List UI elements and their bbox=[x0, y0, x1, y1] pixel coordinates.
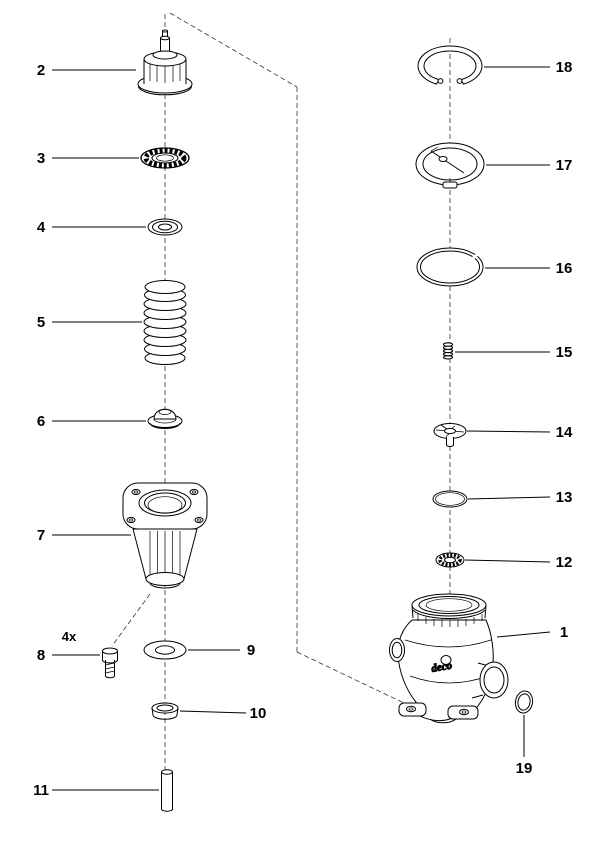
part-16-o-ring bbox=[416, 247, 484, 287]
part-10-seal bbox=[151, 702, 179, 720]
part-label-8: 8 bbox=[37, 647, 45, 664]
part-label-6: 6 bbox=[37, 413, 45, 430]
part-13-disc bbox=[432, 490, 468, 508]
part-1-valve-body: deco bbox=[389, 593, 509, 724]
assembly-centerlines bbox=[111, 12, 451, 788]
part-label-10: 10 bbox=[250, 705, 267, 722]
part-4-washer bbox=[147, 218, 183, 236]
part-5-spring bbox=[143, 280, 187, 365]
part-14-poppet bbox=[433, 423, 467, 447]
part-7-bonnet bbox=[122, 482, 208, 589]
part-label-11: 11 bbox=[33, 782, 49, 799]
part-8-screw bbox=[102, 647, 118, 679]
part-label-13: 13 bbox=[556, 489, 573, 506]
part-label-19: 19 bbox=[516, 760, 533, 777]
part-label-1: 1 bbox=[560, 624, 568, 641]
part-18-retaining-ring bbox=[417, 45, 483, 85]
part-label-12: 12 bbox=[556, 554, 573, 571]
part-label-5: 5 bbox=[37, 314, 45, 331]
part-label-14: 14 bbox=[556, 424, 573, 441]
part-12-washer bbox=[435, 552, 465, 568]
part-6-seal-cup bbox=[147, 408, 183, 429]
part-11-pin bbox=[161, 769, 173, 812]
part-label-18: 18 bbox=[556, 59, 573, 76]
part-label-15: 15 bbox=[556, 344, 573, 361]
part-label-16: 16 bbox=[556, 260, 573, 277]
part-3-toothed-ring bbox=[140, 147, 190, 169]
part-label-4: 4 bbox=[37, 219, 46, 236]
part-9-flat-washer bbox=[143, 640, 187, 660]
body-brand-text: deco bbox=[430, 659, 453, 675]
part-label-2: 2 bbox=[37, 62, 45, 79]
part-label-9: 9 bbox=[247, 642, 255, 659]
part-2-piston-cap bbox=[137, 29, 193, 96]
part-labels: 2 3 4 5 6 7 8 4x 9 10 11 18 17 16 15 14 … bbox=[33, 59, 573, 799]
part-label-7: 7 bbox=[37, 527, 45, 544]
leader-lines bbox=[52, 66, 551, 791]
part-19-o-ring bbox=[514, 690, 534, 714]
part-label-17: 17 bbox=[556, 157, 573, 174]
part-label-3: 3 bbox=[37, 150, 45, 167]
part-15-small-spring bbox=[442, 342, 454, 360]
part-17-cap bbox=[415, 142, 485, 189]
quantity-note: 4x bbox=[62, 629, 77, 644]
